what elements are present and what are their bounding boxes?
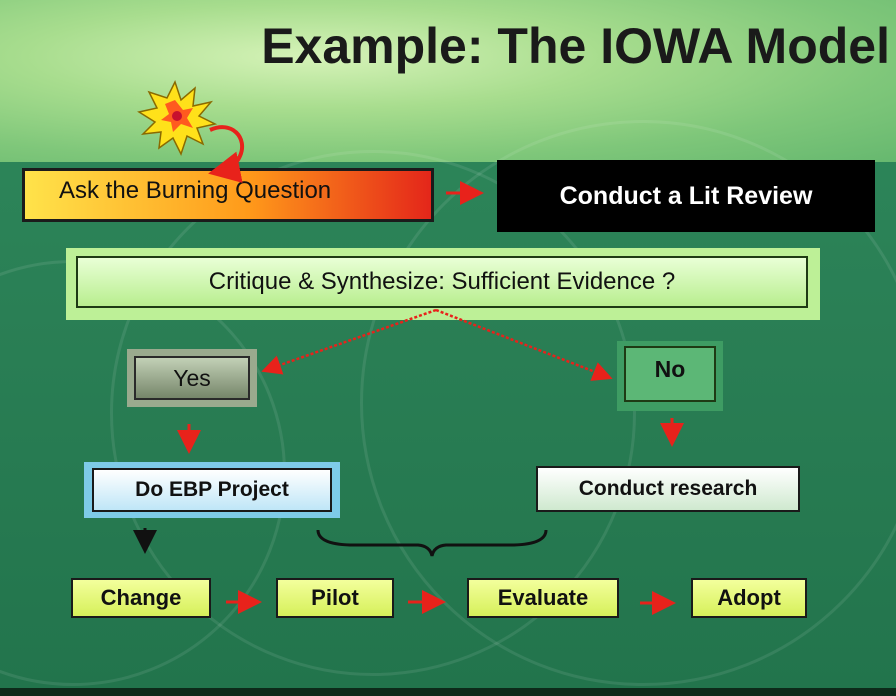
pilot-box: Pilot — [276, 578, 394, 618]
yes-box: Yes — [134, 356, 250, 400]
ebp-project-box: Do EBP Project — [92, 468, 332, 512]
decorative-circle — [360, 120, 896, 686]
no-box: No — [624, 346, 716, 402]
adopt-box: Adopt — [691, 578, 807, 618]
evaluate-box: Evaluate — [467, 578, 619, 618]
critique-box: Critique & Synthesize: Sufficient Eviden… — [76, 256, 808, 308]
header-band — [0, 0, 896, 162]
lit-review-box: Conduct a Lit Review — [497, 160, 875, 232]
burning-question-box: Ask the Burning Question — [22, 168, 434, 222]
starburst-icon — [137, 80, 218, 156]
slide-title: Example: The IOWA Model — [261, 18, 890, 74]
conduct-research-box: Conduct research — [536, 466, 800, 512]
bottom-rule — [0, 688, 896, 696]
change-box: Change — [71, 578, 211, 618]
